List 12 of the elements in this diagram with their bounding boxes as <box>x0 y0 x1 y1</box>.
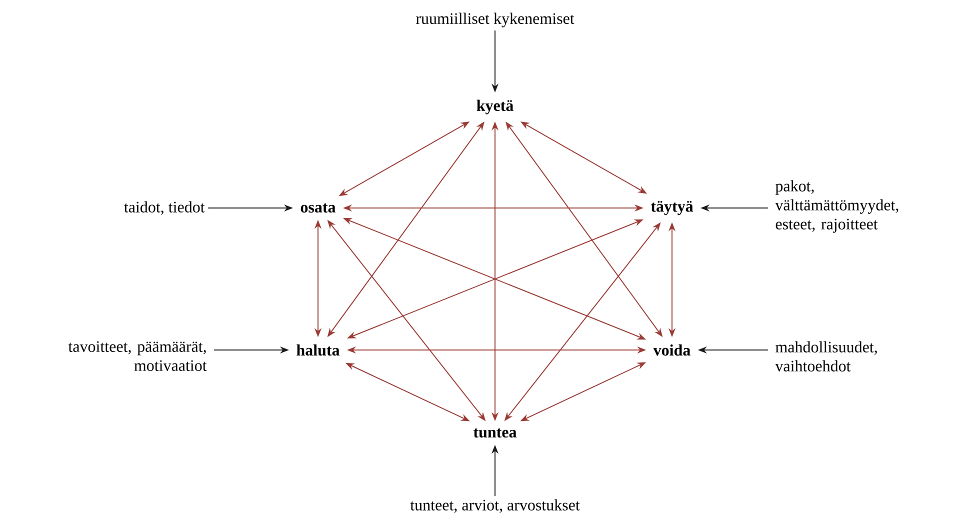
concept-label: voida <box>653 344 690 356</box>
factor-label: mahdollisuudet, vaihtoehdot <box>775 341 877 372</box>
factor-label: taidot, tiedot <box>124 201 205 215</box>
factor-label: pakot, välttämättömyydet, esteet, rajoitteet <box>775 180 898 233</box>
concept-label: täytyä <box>650 200 694 216</box>
concept-label: osata <box>300 203 336 213</box>
factor-label: tunteet, arviot, arvostukset <box>410 499 580 513</box>
factor-label: tavoitteet, päämäärät, motivaatiot <box>68 341 207 371</box>
factor-label: ruumiilliset kykenemiset <box>416 12 574 28</box>
concept-label: kyetä <box>476 100 514 114</box>
concept-label: haluta <box>296 344 340 356</box>
concept-label: tuntea <box>473 428 517 438</box>
